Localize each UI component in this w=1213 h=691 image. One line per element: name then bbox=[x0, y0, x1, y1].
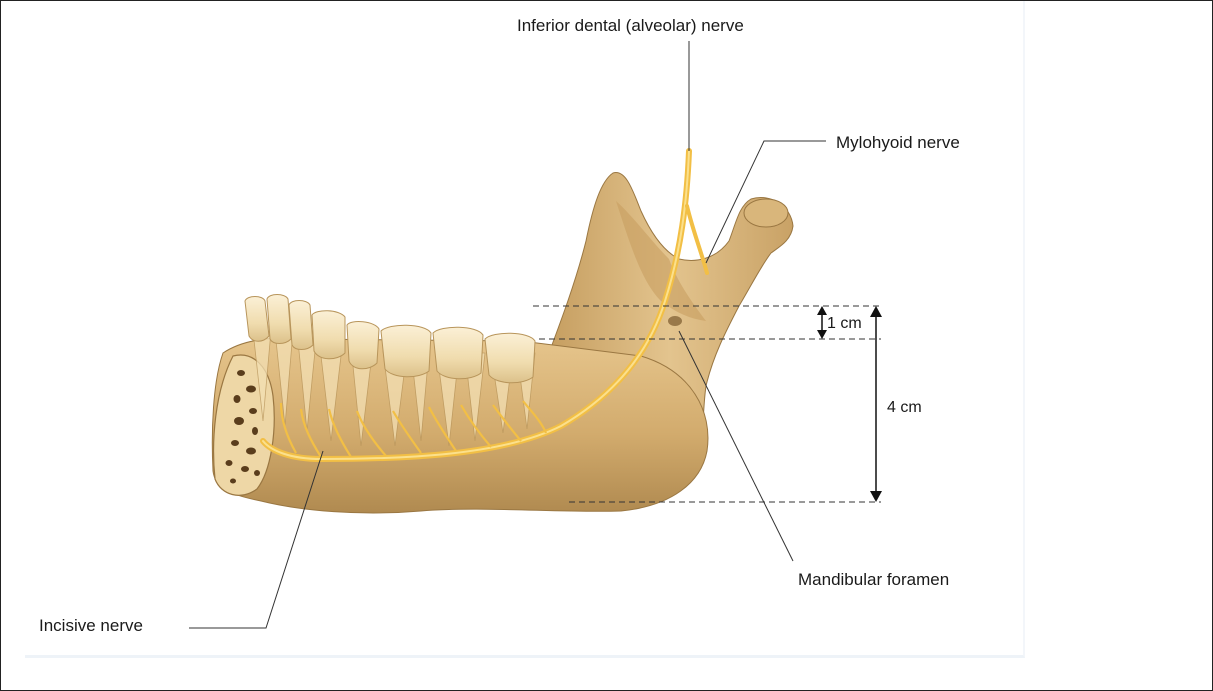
condyle bbox=[744, 199, 788, 227]
label-inferior-dental-nerve: Inferior dental (alveolar) nerve bbox=[517, 17, 744, 34]
label-mandibular-foramen: Mandibular foramen bbox=[798, 571, 949, 588]
label-4cm: 4 cm bbox=[887, 400, 922, 416]
label-mylohyoid-nerve: Mylohyoid nerve bbox=[836, 134, 960, 151]
mandibular-foramen-opening bbox=[668, 316, 682, 326]
arrow-4cm bbox=[870, 306, 882, 502]
arrow-1cm bbox=[817, 306, 827, 339]
label-incisive-nerve: Incisive nerve bbox=[39, 617, 143, 634]
label-1cm: 1 cm bbox=[827, 316, 862, 332]
